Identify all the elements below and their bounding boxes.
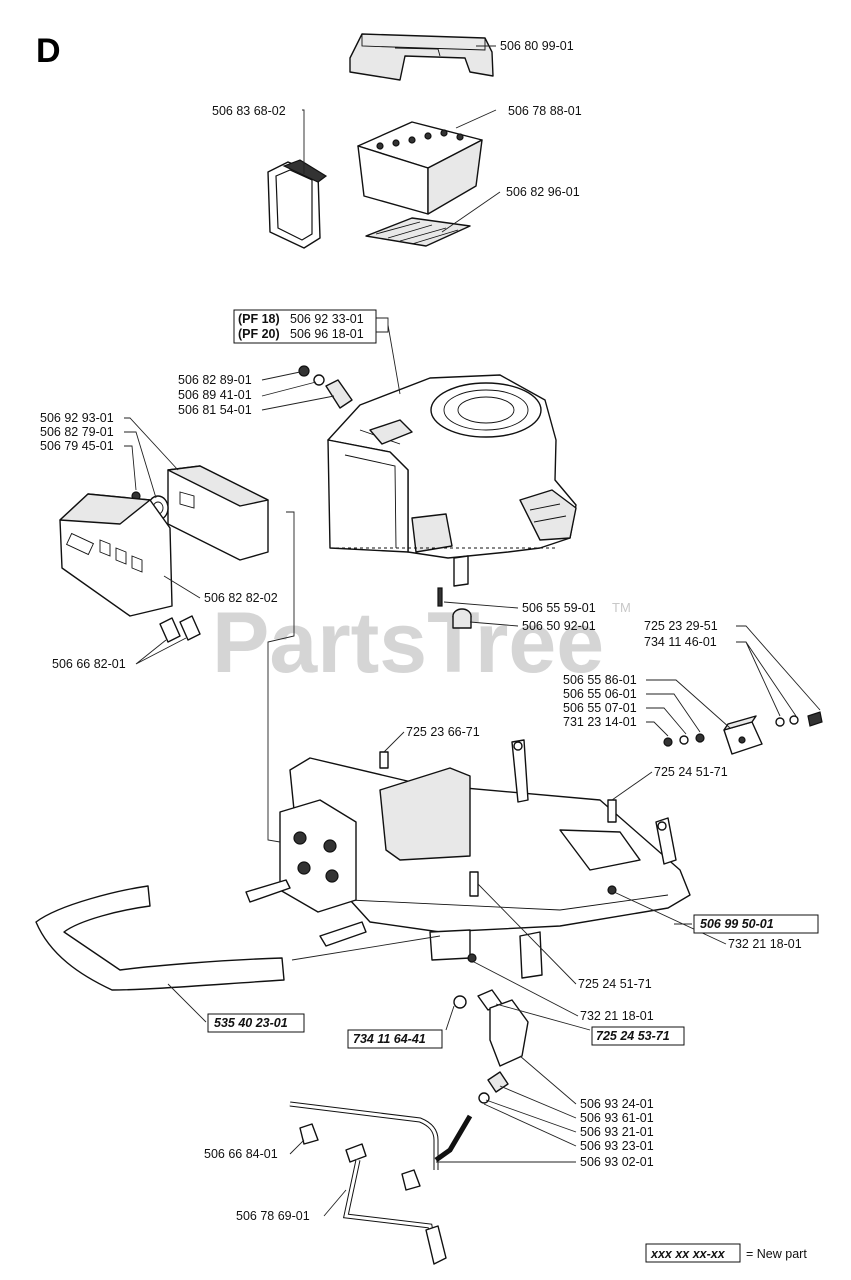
battery-strap-drawing <box>267 159 328 249</box>
part-labels: 506 80 99-01 506 78 88-01 506 83 68-02 5… <box>40 39 819 1223</box>
label-fuel-filter: 506 93 24-01 <box>580 1097 654 1111</box>
leader-lines <box>124 45 821 1217</box>
label-screw-shield: 506 66 82-01 <box>52 657 126 671</box>
engine-label-box <box>233 309 377 344</box>
label-engine-pf20-prefix: (PF 20) <box>238 327 280 341</box>
label-muffler-shield: 506 82 82-02 <box>204 591 278 605</box>
legend-sample-part: xxx xx xx-xx <box>650 1247 726 1261</box>
center-hardware-drawing <box>453 953 503 1011</box>
bumper-drawing <box>35 885 285 991</box>
label-bracket-3: 506 55 07-01 <box>563 701 637 715</box>
label-nut-frame-mid: 732 21 18-01 <box>580 1009 654 1023</box>
label-bolt-muffler: 506 79 45-01 <box>40 439 114 453</box>
label-washer-right: 734 11 46-01 <box>644 635 717 649</box>
shield-screws-drawing <box>159 615 201 643</box>
new-part-legend: xxx xx xx-xx = New part <box>645 1243 807 1263</box>
label-clamp: 506 66 84-01 <box>204 1147 278 1161</box>
battery-mat-drawing <box>365 217 471 247</box>
label-bolt-frame-top: 725 23 66-71 <box>406 725 480 739</box>
watermark-text: PartsTree <box>212 595 604 691</box>
bumper-new-part-box <box>207 1013 305 1033</box>
battery-drawing <box>357 121 483 215</box>
label-bolt-frame-right: 725 24 51-71 <box>654 765 728 779</box>
label-battery-strap: 506 83 68-02 <box>212 104 286 118</box>
muffler-shield-drawing <box>59 493 173 617</box>
label-bolt-frame-mid: 725 24 51-71 <box>578 977 652 991</box>
label-battery-cover: 506 80 99-01 <box>500 39 574 53</box>
watermark-trademark: TM <box>612 600 631 615</box>
frame-drawing <box>245 739 691 979</box>
label-frame: 506 99 50-01 <box>700 917 774 931</box>
fuel-line-drawing <box>289 1101 473 1265</box>
muffler-drawing <box>167 465 269 561</box>
label-pin: 506 55 59-01 <box>522 601 596 615</box>
label-nut-frame-right: 732 21 18-01 <box>728 937 802 951</box>
label-fuel-line: 506 78 69-01 <box>236 1209 310 1223</box>
label-fuel-4: 506 93 02-01 <box>580 1155 654 1169</box>
bolt-new-part-box <box>591 1026 685 1046</box>
label-bumper: 535 40 23-01 <box>214 1016 288 1030</box>
label-washer-top: 506 89 41-01 <box>178 388 252 402</box>
label-fuel-3: 506 93 23-01 <box>580 1139 654 1153</box>
label-spacer-top: 506 81 54-01 <box>178 403 252 417</box>
label-engine-pf18-prefix: (PF 18) <box>238 312 280 326</box>
label-fuel-1: 506 93 61-01 <box>580 1111 654 1125</box>
label-battery-mat: 506 82 96-01 <box>506 185 580 199</box>
right-bracket-drawing <box>663 711 823 755</box>
label-bushing: 506 50 92-01 <box>522 619 596 633</box>
legend-description: = New part <box>746 1247 807 1261</box>
label-battery: 506 78 88-01 <box>508 104 582 118</box>
battery-cover-drawing <box>349 33 494 81</box>
clamp-drawing <box>299 1123 421 1191</box>
engine-drawing <box>327 374 577 587</box>
label-gasket: 506 82 79-01 <box>40 425 114 439</box>
label-bolt-right-1: 725 23 29-51 <box>644 619 718 633</box>
label-washer-new: 734 11 64-41 <box>353 1032 426 1046</box>
label-bolt-new: 725 24 53-71 <box>596 1029 670 1043</box>
label-engine-pf20: 506 96 18-01 <box>290 327 364 341</box>
label-engine-pf18: 506 92 33-01 <box>290 312 364 326</box>
label-bracket-1: 506 55 86-01 <box>563 673 637 687</box>
section-letter: D <box>36 32 61 70</box>
label-fuel-2: 506 93 21-01 <box>580 1125 654 1139</box>
engine-top-hardware-drawing <box>298 365 353 409</box>
washer-new-part-box <box>347 1029 443 1049</box>
label-bracket-2: 506 55 06-01 <box>563 687 637 701</box>
label-nut-right: 731 23 14-01 <box>563 715 637 729</box>
label-muffler: 506 92 93-01 <box>40 411 114 425</box>
frame-new-part-box <box>693 914 819 934</box>
legend-sample-box <box>645 1243 741 1263</box>
label-nut-top: 506 82 89-01 <box>178 373 252 387</box>
